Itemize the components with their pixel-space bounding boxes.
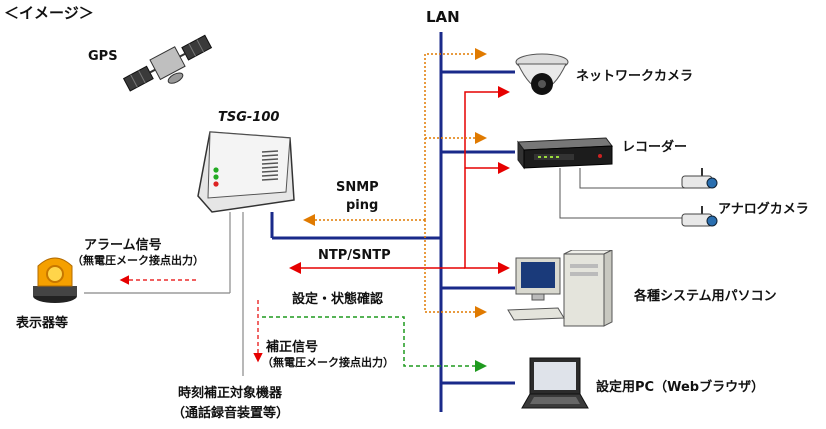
correction-signal-sub: （無電圧メーク接点出力） (262, 356, 394, 369)
network-camera-label: ネットワークカメラ (576, 69, 694, 84)
desktop-pc-icon (507, 250, 613, 327)
heading: ＜イメージ＞ (4, 4, 94, 22)
pc-label: 各種システム用パソコン (634, 289, 777, 304)
warning-light-icon (33, 257, 77, 303)
settings-pc-label: 設定用PC（Webブラウザ） (596, 380, 765, 395)
settings-label: 設定・状態確認 (292, 292, 384, 307)
recorder-camera-wire-1 (579, 168, 690, 189)
device-name: TSG-100 (218, 110, 280, 125)
ping-label: ping (346, 198, 379, 213)
target-device-sub: （通話録音装置等） (172, 406, 290, 421)
analog-camera-2-icon (681, 206, 718, 227)
indicator-label: 表示器等 (16, 316, 69, 331)
satellite-icon (122, 34, 213, 92)
alarm-signal-label: アラーム信号 (84, 238, 162, 253)
snmp-label: SNMP (336, 180, 379, 195)
gps-label: GPS (88, 49, 118, 64)
alarm-signal-sub: （無電圧メーク接点出力） (72, 254, 204, 267)
recorder-icon (517, 137, 613, 170)
ntp-arrow-pc (464, 172, 510, 274)
tsg-device-icon (197, 131, 295, 213)
snmp-arrow-pc (424, 220, 487, 318)
correction-signal-label: 補正信号 (266, 340, 319, 355)
lan-label: LAN (426, 8, 460, 26)
recorder-camera-wire-2 (559, 168, 690, 219)
network-camera-icon (515, 53, 569, 95)
snmp-arrow-camera (424, 48, 487, 220)
settings-arrow (262, 316, 487, 372)
target-device-label: 時刻補正対象機器 (178, 386, 283, 401)
laptop-icon (521, 357, 589, 409)
ntp-label: NTP/SNTP (318, 248, 391, 263)
recorder-label: レコーダー (622, 140, 688, 155)
analog-camera-1-icon (681, 168, 718, 189)
ntp-arrow-camera (464, 86, 510, 172)
analog-camera-label: アナログカメラ (718, 202, 809, 217)
